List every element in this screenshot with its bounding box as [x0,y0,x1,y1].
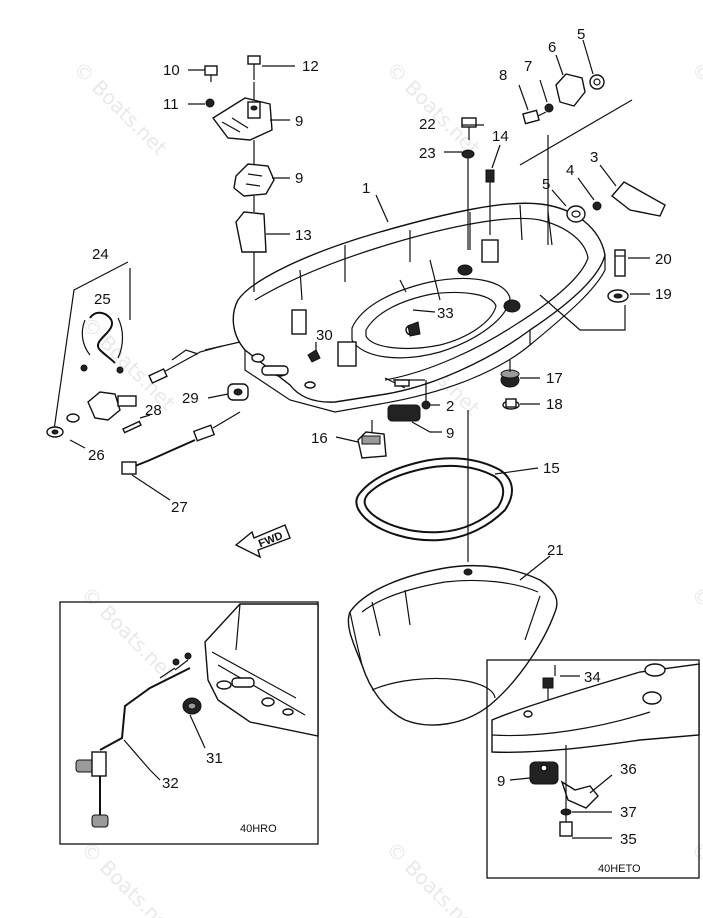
watermark: © Boats.net [76,582,179,685]
parts-left-harness [46,261,421,475]
part-number: 7 [524,58,532,75]
part-number: 32 [162,775,179,792]
part-number: 15 [543,460,560,477]
watermark: © Boats.net [381,837,484,918]
part-number: 25 [94,291,111,308]
part-number: 11 [163,96,179,113]
part-number: 21 [547,542,564,559]
part-number: 17 [546,370,563,387]
parts-right [461,73,666,331]
inset-left: 40HRO [59,601,319,845]
fwd-label: FWD [257,530,285,551]
part-number: 19 [655,286,672,303]
part-number: 2 [446,398,454,415]
fwd-arrow: FWD [234,524,291,559]
part-number: 6 [548,39,556,56]
parts-10-15 [204,55,275,292]
part-number: 9 [295,170,303,187]
part-number: 29 [182,390,199,407]
part-number: 9 [295,113,303,130]
part-number: 9 [497,773,505,790]
leader-lines [69,39,650,839]
part-number: 12 [302,58,319,75]
part-number: 18 [546,396,563,413]
watermark: © Boats.net [68,57,171,160]
part-number: 23 [419,145,436,162]
part-number: 3 [590,149,598,166]
inset-left-caption: 40HRO [240,823,277,835]
part-number: 10 [163,62,180,79]
cover-23 [347,564,558,726]
part-number: 8 [499,67,507,84]
part-number: 27 [171,499,188,516]
part-number: 35 [620,831,637,848]
part-number: 30 [316,327,333,344]
part-labels: 10 11 12 9 9 13 1 22 23 14 8 7 6 5 3 4 5… [88,26,672,848]
part-number: 5 [577,26,585,43]
part-number: 34 [584,669,601,686]
part-number: 24 [92,246,109,263]
watermark: © Boats.net [686,57,703,160]
part-number: 36 [620,761,637,778]
inset-right: 40HETO [486,659,700,879]
part-number: 5 [542,176,550,193]
part-number: 13 [295,227,312,244]
part-number: 26 [88,447,105,464]
part-number: 22 [419,116,436,133]
part-number: 1 [362,180,370,197]
parts-lower-right [357,360,520,459]
part-number: 28 [145,402,162,419]
part-number: 20 [655,251,672,268]
part-number: 16 [311,430,328,447]
part-number: 31 [206,750,223,767]
gasket-17 [355,410,513,562]
bottom-cowling [232,202,606,413]
part-number: 33 [437,305,454,322]
part-number: 4 [566,162,574,179]
part-number: 37 [620,804,637,821]
watermark: © Boats.net [76,837,179,918]
part-number: 14 [492,128,509,145]
watermark: © Boats.net [686,837,703,918]
inset-right-caption: 40HETO [598,863,641,875]
part-number: 9 [446,425,454,442]
